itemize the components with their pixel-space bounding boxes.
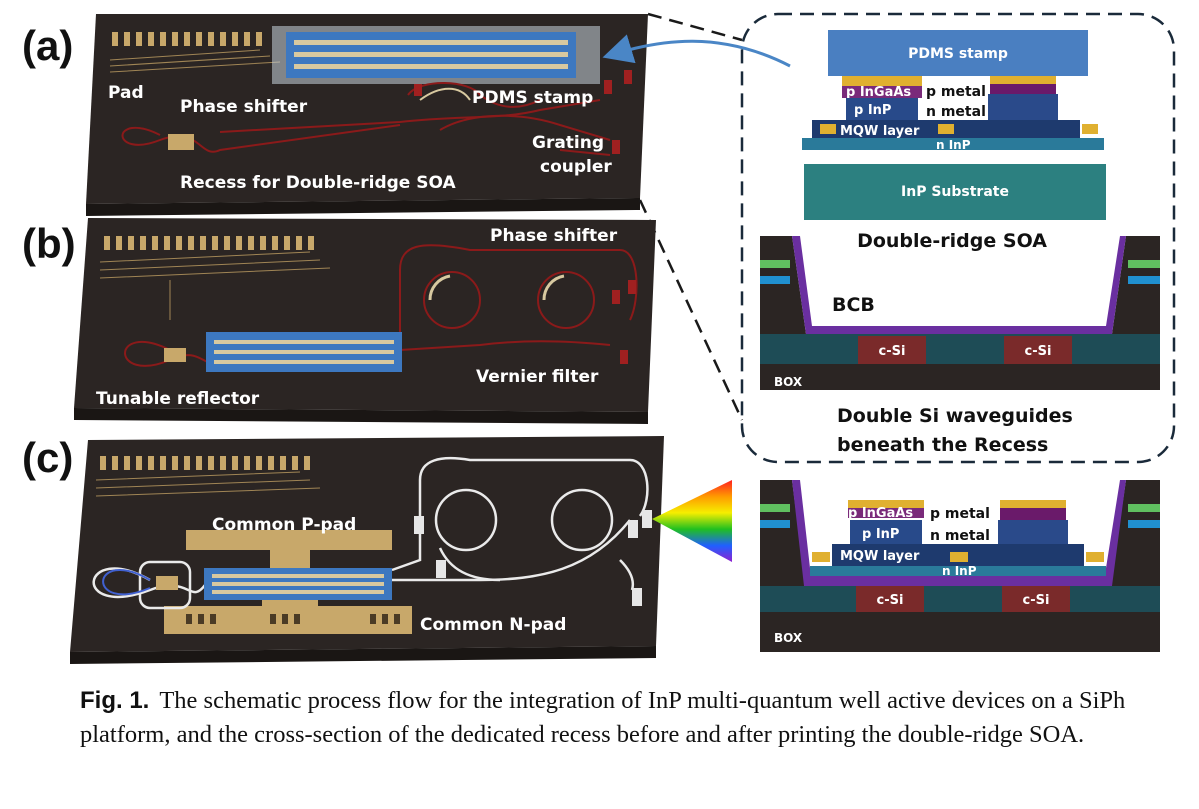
label-vernier-filter: Vernier filter xyxy=(476,367,599,387)
panel-a-chip: Pad Phase shifter PDMS stamp Grating cou… xyxy=(86,14,648,216)
label-c-si-1: c-Si xyxy=(879,344,906,359)
label-common-n-pad: Common N-pad xyxy=(420,615,566,635)
label-box-bottom: BOX xyxy=(774,631,803,645)
heater-1-b xyxy=(428,274,451,301)
label-pdms-stamp-inset: PDMS stamp xyxy=(908,46,1008,62)
panel-c-label: (c) xyxy=(22,434,73,481)
panel-b-chip: Phase shifter Tunable reflector Vernier … xyxy=(74,218,656,424)
label-p-inp-after: p InP xyxy=(862,527,899,542)
label-c-si-2-after: c-Si xyxy=(1023,593,1050,608)
label-tunable-reflector: Tunable reflector xyxy=(96,389,260,409)
reflector-pad-c xyxy=(156,576,178,590)
label-grating-2: coupler xyxy=(540,157,612,177)
inp-substrate xyxy=(804,164,1106,220)
label-p-metal: p metal xyxy=(926,84,986,100)
label-pad: Pad xyxy=(108,83,144,103)
label-bcb: BCB xyxy=(832,294,875,316)
label-phase-shifter-a: Phase shifter xyxy=(180,97,308,117)
caption-label: Fig. 1. xyxy=(80,687,150,714)
p-inp-layer-after xyxy=(850,520,922,544)
si-layer-bottom xyxy=(760,586,1160,612)
inset-dashed-frame xyxy=(740,12,1176,464)
chip-edge-a xyxy=(86,198,640,216)
chip-edge-b xyxy=(74,408,648,424)
label-box-top: BOX xyxy=(774,375,803,389)
label-phase-shifter-b: Phase shifter xyxy=(490,226,618,246)
p-ingaas-layer-after xyxy=(848,508,924,518)
label-c-si-2: c-Si xyxy=(1025,344,1052,359)
pad-traces-b xyxy=(99,251,331,320)
label-grating-1: Grating xyxy=(532,133,604,153)
label-waveguides-1: Double Si waveguides xyxy=(837,405,1073,427)
label-p-metal-after: p metal xyxy=(930,506,990,522)
p-ingaas-layer xyxy=(842,86,922,98)
pad-array-c xyxy=(100,456,310,470)
label-n-metal-after: n metal xyxy=(930,528,990,544)
label-n-inp: n InP xyxy=(936,138,971,152)
label-p-inp: p InP xyxy=(854,103,891,118)
dashed-link-bottom xyxy=(638,199,744,421)
label-mqw-layer-after: MQW layer xyxy=(840,549,920,564)
label-waveguides-2: beneath the Recess xyxy=(837,434,1048,456)
output-light-beam xyxy=(652,480,732,562)
label-mqw-layer: MQW layer xyxy=(840,124,920,139)
pad-traces-c xyxy=(95,471,321,497)
waveguides-a xyxy=(121,82,611,156)
pad-array-b xyxy=(104,236,314,250)
pad-array-a xyxy=(109,32,281,73)
c-si-waveguide-2 xyxy=(1004,336,1072,364)
heater-2-b xyxy=(542,274,565,301)
waveguides-c xyxy=(92,456,649,610)
waveguides-b xyxy=(124,244,638,367)
transfer-arrow xyxy=(602,34,791,68)
dashed-link-top xyxy=(647,12,743,42)
label-n-metal: n metal xyxy=(926,104,986,120)
waveguide-blue-c xyxy=(102,568,151,596)
c-si-waveguide-1-after xyxy=(856,586,924,612)
panel-b-label: (b) xyxy=(22,220,76,267)
n-inp-layer-after xyxy=(810,566,1106,576)
caption-text: The schematic process flow for the integ… xyxy=(80,687,1126,748)
common-p-pad xyxy=(186,530,392,550)
pdms-stamp-a xyxy=(272,26,600,84)
recess-substrate xyxy=(760,236,1160,390)
grating-couplers-c xyxy=(414,510,652,606)
grating-couplers-b xyxy=(612,280,636,364)
n-pad-vias xyxy=(186,614,400,624)
inset-bottom-cross-section: p InGaAs p metal p InP n metal MQW layer… xyxy=(760,480,1160,652)
pdms-stamp-layer xyxy=(828,30,1088,76)
p-inp-layer xyxy=(846,98,918,120)
panel-c-chip: Common P-pad Common N-pad xyxy=(70,436,732,664)
label-p-ingaas: p InGaAs xyxy=(846,85,911,100)
label-recess: Recess for Double-ridge SOA xyxy=(180,173,456,193)
phase-shifter-pad-a xyxy=(168,134,194,150)
label-c-si-1-after: c-Si xyxy=(877,593,904,608)
soa-b xyxy=(206,332,402,372)
panel-a-label: (a) xyxy=(22,22,73,69)
n-inp-layer xyxy=(802,138,1104,150)
label-common-p-pad: Common P-pad xyxy=(212,515,356,535)
label-pdms-stamp-a: PDMS stamp xyxy=(472,88,593,108)
figure-caption: Fig. 1.The schematic process flow for th… xyxy=(80,684,1140,752)
si-layer-top xyxy=(760,334,1160,364)
label-n-inp-after: n InP xyxy=(942,564,977,578)
inset-top-cross-section: PDMS stamp p InGaAs p metal p InP n meta… xyxy=(740,12,1176,464)
label-p-ingaas-after: p InGaAs xyxy=(848,506,913,521)
label-inp-substrate: InP Substrate xyxy=(901,184,1009,200)
grating-couplers-a xyxy=(414,70,632,154)
c-si-waveguide-2-after xyxy=(1002,586,1070,612)
reflector-pad-b xyxy=(164,348,186,362)
chip-edge-c xyxy=(70,646,656,664)
p-pad-neck xyxy=(270,548,310,568)
soa-c xyxy=(204,568,392,600)
label-double-ridge-soa: Double-ridge SOA xyxy=(857,230,1047,252)
c-si-waveguide-1 xyxy=(858,336,926,364)
